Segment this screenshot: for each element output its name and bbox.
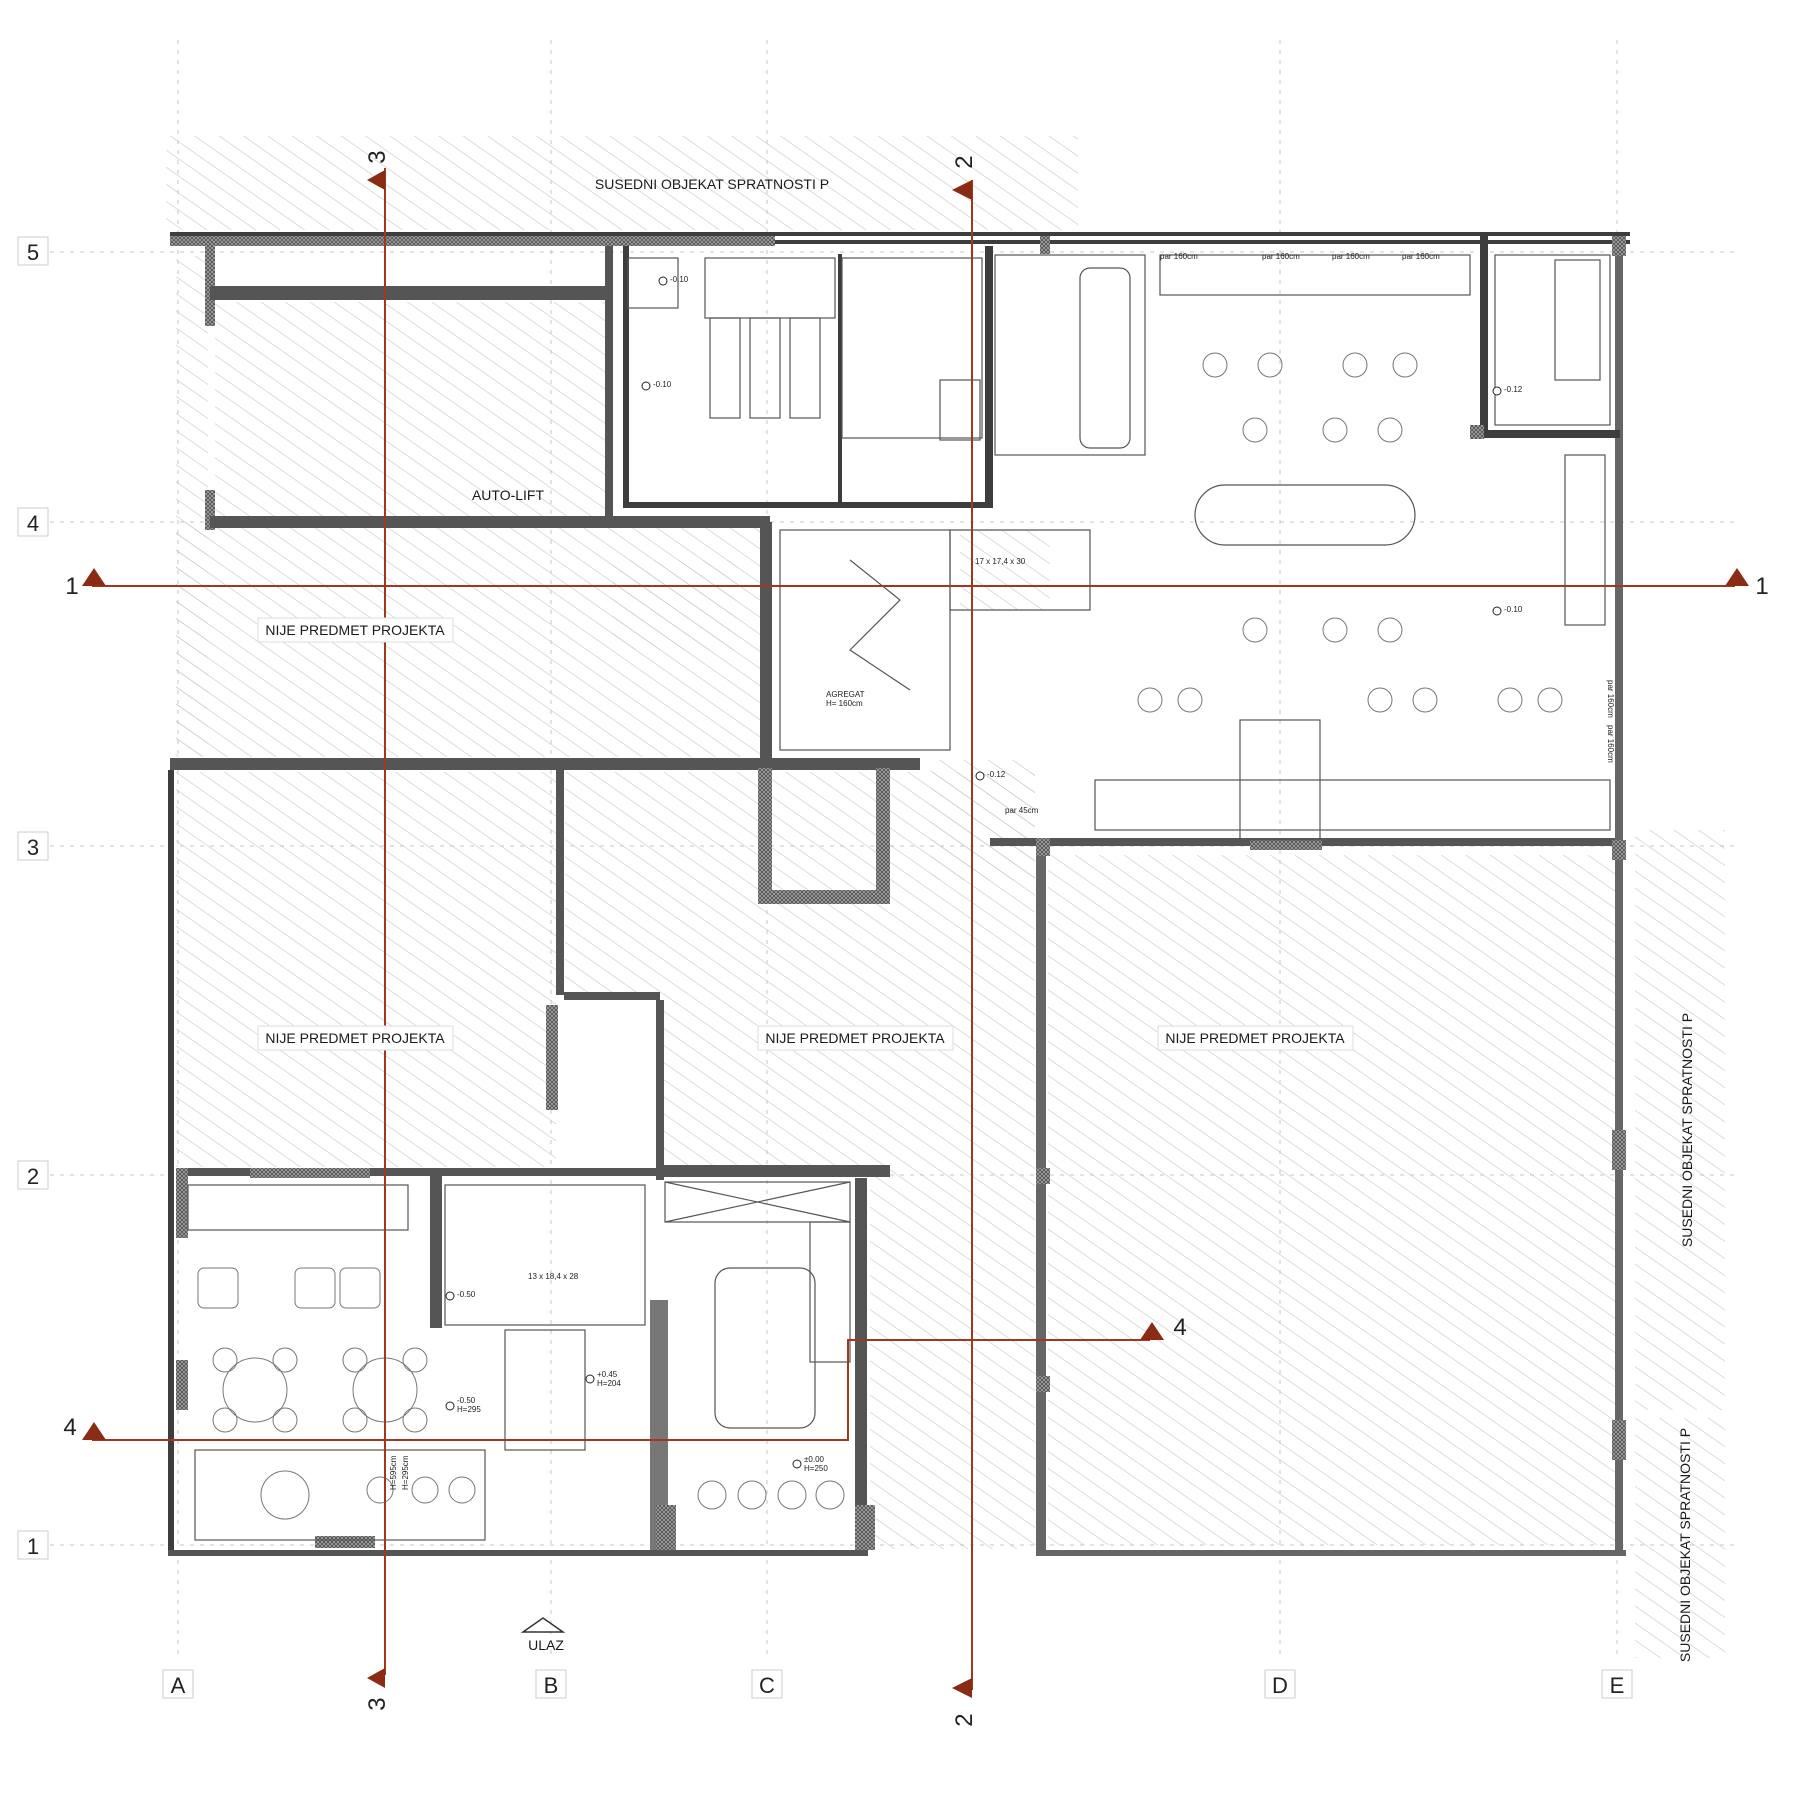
level-mark-3: -0.12	[1492, 385, 1523, 396]
svg-text:-0.10: -0.10	[1504, 605, 1523, 614]
svg-text:-0.50: -0.50	[457, 1290, 476, 1299]
note-window-h2: H=295cm	[401, 1455, 410, 1490]
grid-col-e: E	[1610, 1673, 1625, 1698]
entrance-label: ULAZ	[528, 1637, 564, 1653]
zone-labels: SUSEDNI OBJEKAT SPRATNOSTI P SUSEDNI OBJ…	[257, 176, 1695, 1662]
section-1-right-label: 1	[1755, 573, 1768, 600]
section-4-right-label: 4	[1173, 1314, 1186, 1341]
section-1-right-marker	[1725, 568, 1749, 586]
section-2-top-label: 2	[951, 155, 978, 168]
svg-text:H=204: H=204	[597, 1379, 621, 1388]
zone-label-2: NIJE PREDMET PROJEKTA	[265, 1030, 445, 1046]
neighbor-top-label: SUSEDNI OBJEKAT SPRATNOSTI P	[595, 176, 829, 192]
note-stair-1: 17 x 17,4 x 30	[975, 557, 1026, 566]
section-3-top-label: 3	[364, 150, 391, 163]
note-par-3: par 160cm	[1332, 252, 1370, 261]
walls	[168, 232, 1630, 1556]
grid-row-4: 4	[27, 511, 39, 536]
grid-col-d: D	[1272, 1673, 1288, 1698]
grid-col-c: C	[759, 1673, 775, 1698]
section-2-bottom-label: 2	[951, 1713, 978, 1726]
section-3-bottom-label: 3	[364, 1697, 391, 1710]
svg-text:-0.10: -0.10	[670, 275, 689, 284]
furniture	[197, 352, 1563, 1520]
note-stair-2: 13 x 18,4 x 28	[528, 1272, 579, 1281]
note-par-4: par 160cm	[1402, 252, 1440, 261]
level-mark-1: -0.10	[658, 275, 689, 286]
grid-row-markers: 5 4 3 2 1	[17, 236, 49, 1560]
level-mark-7: -0.50 H=295	[445, 1396, 481, 1414]
zone-label-4: NIJE PREDMET PROJEKTA	[1165, 1030, 1345, 1046]
svg-text:-0.12: -0.12	[1504, 385, 1523, 394]
agregat-height-label: H= 160cm	[826, 699, 863, 708]
interior-outlines	[187, 254, 1611, 1541]
agregat-label: AGREGAT	[826, 690, 865, 699]
note-par-45: par 45cm	[1005, 806, 1039, 815]
svg-text:-0.10: -0.10	[653, 380, 672, 389]
level-mark-2: -0.10	[641, 380, 672, 391]
svg-text:-0.12: -0.12	[987, 770, 1006, 779]
section-1-left-label: 1	[65, 573, 78, 600]
note-par-2: par 160cm	[1262, 252, 1300, 261]
section-1-left-marker	[82, 568, 106, 586]
section-3-top-marker	[367, 170, 385, 190]
zone-label-3: NIJE PREDMET PROJEKTA	[765, 1030, 945, 1046]
level-mark-8: +0.45 H=204	[585, 1370, 621, 1388]
grid-column-markers: A B C D E	[162, 1669, 1633, 1699]
svg-text:-0.50: -0.50	[457, 1396, 476, 1405]
grid-col-b: B	[544, 1673, 559, 1698]
hatched-areas	[166, 136, 1725, 1658]
zone-label-1: NIJE PREDMET PROJEKTA	[265, 622, 445, 638]
note-par-5: par 160cm	[1606, 680, 1615, 718]
neighbor-right-lower-label: SUSEDNI OBJEKAT SPRATNOSTI P	[1677, 1428, 1693, 1662]
svg-text:+0.45: +0.45	[597, 1370, 618, 1379]
grid-row-3: 3	[27, 835, 39, 860]
note-par-6: par 160cm	[1606, 725, 1615, 763]
section-lines	[92, 168, 1735, 1690]
section-markers	[82, 170, 1749, 1698]
section-4-right-marker	[1140, 1322, 1164, 1340]
section-labels: 1 1 3 3 2 2 4 4	[63, 150, 1768, 1726]
level-marks: -0.10 -0.10 -0.12 -0.10 -0.12 -0.50 -0.5…	[445, 275, 1523, 1473]
auto-lift-label: AUTO-LIFT	[472, 487, 545, 503]
level-mark-9: ±0.00 H=250	[792, 1455, 828, 1473]
grid-row-1: 1	[27, 1534, 39, 1559]
grid-row-5: 5	[27, 240, 39, 265]
svg-text:H=295: H=295	[457, 1405, 481, 1414]
svg-text:H=250: H=250	[804, 1464, 828, 1473]
svg-text:±0.00: ±0.00	[804, 1455, 825, 1464]
note-par-1: par 160cm	[1160, 252, 1198, 261]
section-4-left-label: 4	[63, 1414, 76, 1441]
entrance-arrow-icon	[520, 1617, 566, 1633]
level-mark-6: -0.50	[445, 1290, 476, 1301]
section-2-top-marker	[952, 180, 972, 200]
grid-row-2: 2	[27, 1164, 39, 1189]
level-mark-4: -0.10	[1492, 605, 1523, 616]
section-4-left-marker	[82, 1422, 106, 1440]
section-2-bottom-marker	[952, 1678, 972, 1698]
section-3-bottom-marker	[367, 1668, 385, 1688]
grid-col-a: A	[171, 1673, 186, 1698]
neighbor-right-label: SUSEDNI OBJEKAT SPRATNOSTI P	[1679, 1013, 1695, 1247]
note-window-h1: H=595cm	[389, 1455, 398, 1490]
small-notes: par 160cm par 160cm par 160cm par 160cm …	[389, 252, 1615, 1490]
level-mark-5: -0.12	[975, 770, 1006, 781]
